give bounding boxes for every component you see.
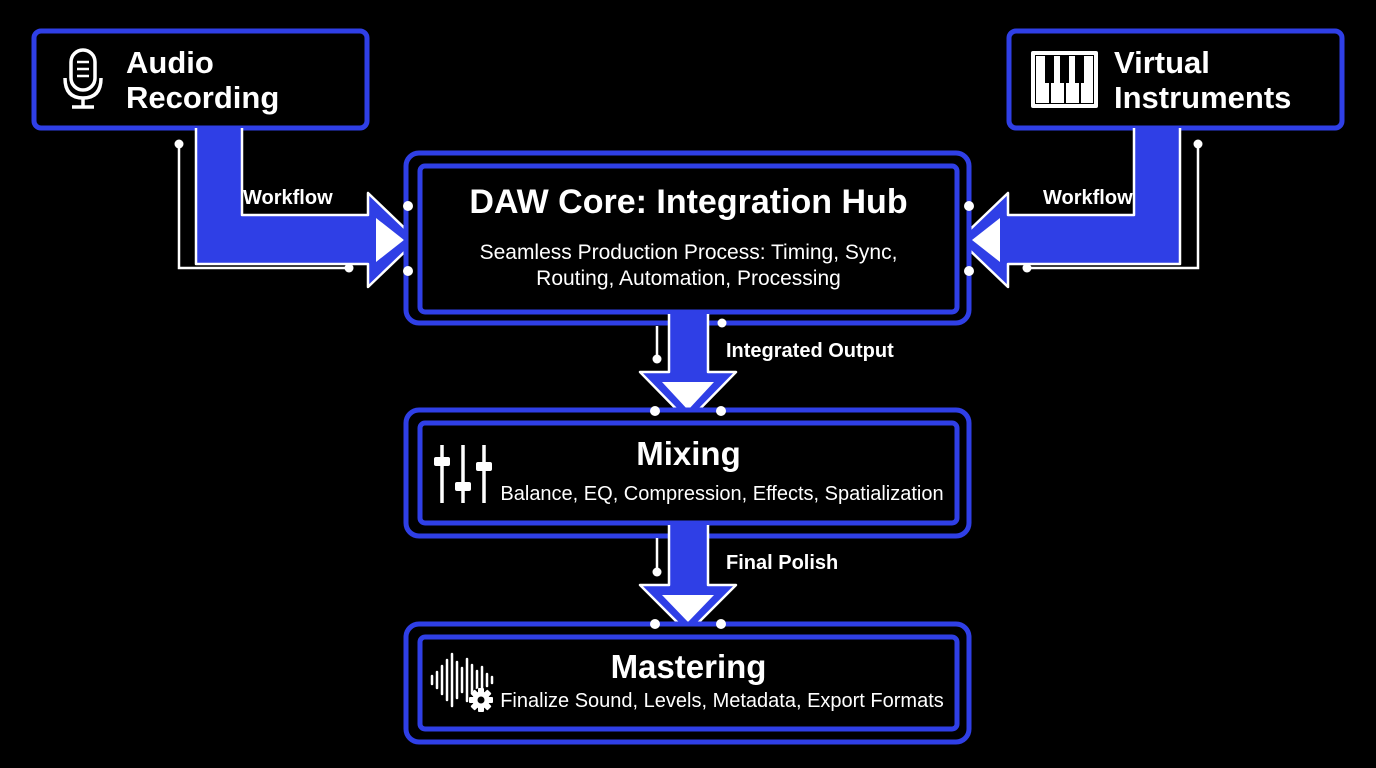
audio-recording-title-line2: Recording [126, 80, 280, 115]
audio-recording-title-line1: Audio [126, 45, 214, 80]
piano-keys-icon [1031, 51, 1098, 108]
hub-title: DAW Core: Integration Hub [469, 183, 908, 221]
virtual-to-hub-arrow [957, 128, 1203, 289]
mixer-faders-icon [434, 445, 492, 503]
mastering-box[interactable] [403, 619, 972, 745]
audio-to-hub-arrow [174, 128, 419, 289]
mixing-subtitle: Balance, EQ, Compression, Effects, Spati… [500, 483, 944, 505]
hub-subtitle-line2: Routing, Automation, Processing [536, 267, 841, 290]
waveform-gear-icon [430, 652, 494, 708]
integrated-output-label: Integrated Output [726, 340, 894, 362]
virtual-instruments-title-line2: Instruments [1114, 80, 1292, 115]
mastering-subtitle: Finalize Sound, Levels, Metadata, Export… [500, 690, 944, 712]
virtual-instruments-title-line1: Virtual [1114, 45, 1210, 80]
mixing-title: Mixing [636, 435, 741, 472]
mastering-title: Mastering [610, 648, 767, 685]
hub-to-mixing-arrow [638, 312, 960, 423]
mixing-to-mastering-arrow [638, 523, 738, 635]
hub-box[interactable] [403, 150, 974, 326]
final-polish-label: Final Polish [726, 552, 839, 574]
microphone-icon [63, 48, 103, 109]
gear-icon [469, 688, 493, 712]
hub-subtitle-line1: Seamless Production Process: Timing, Syn… [479, 241, 898, 264]
virtual-flow-label: Workflow [1043, 187, 1133, 209]
audio-flow-label: Workflow [243, 187, 333, 209]
